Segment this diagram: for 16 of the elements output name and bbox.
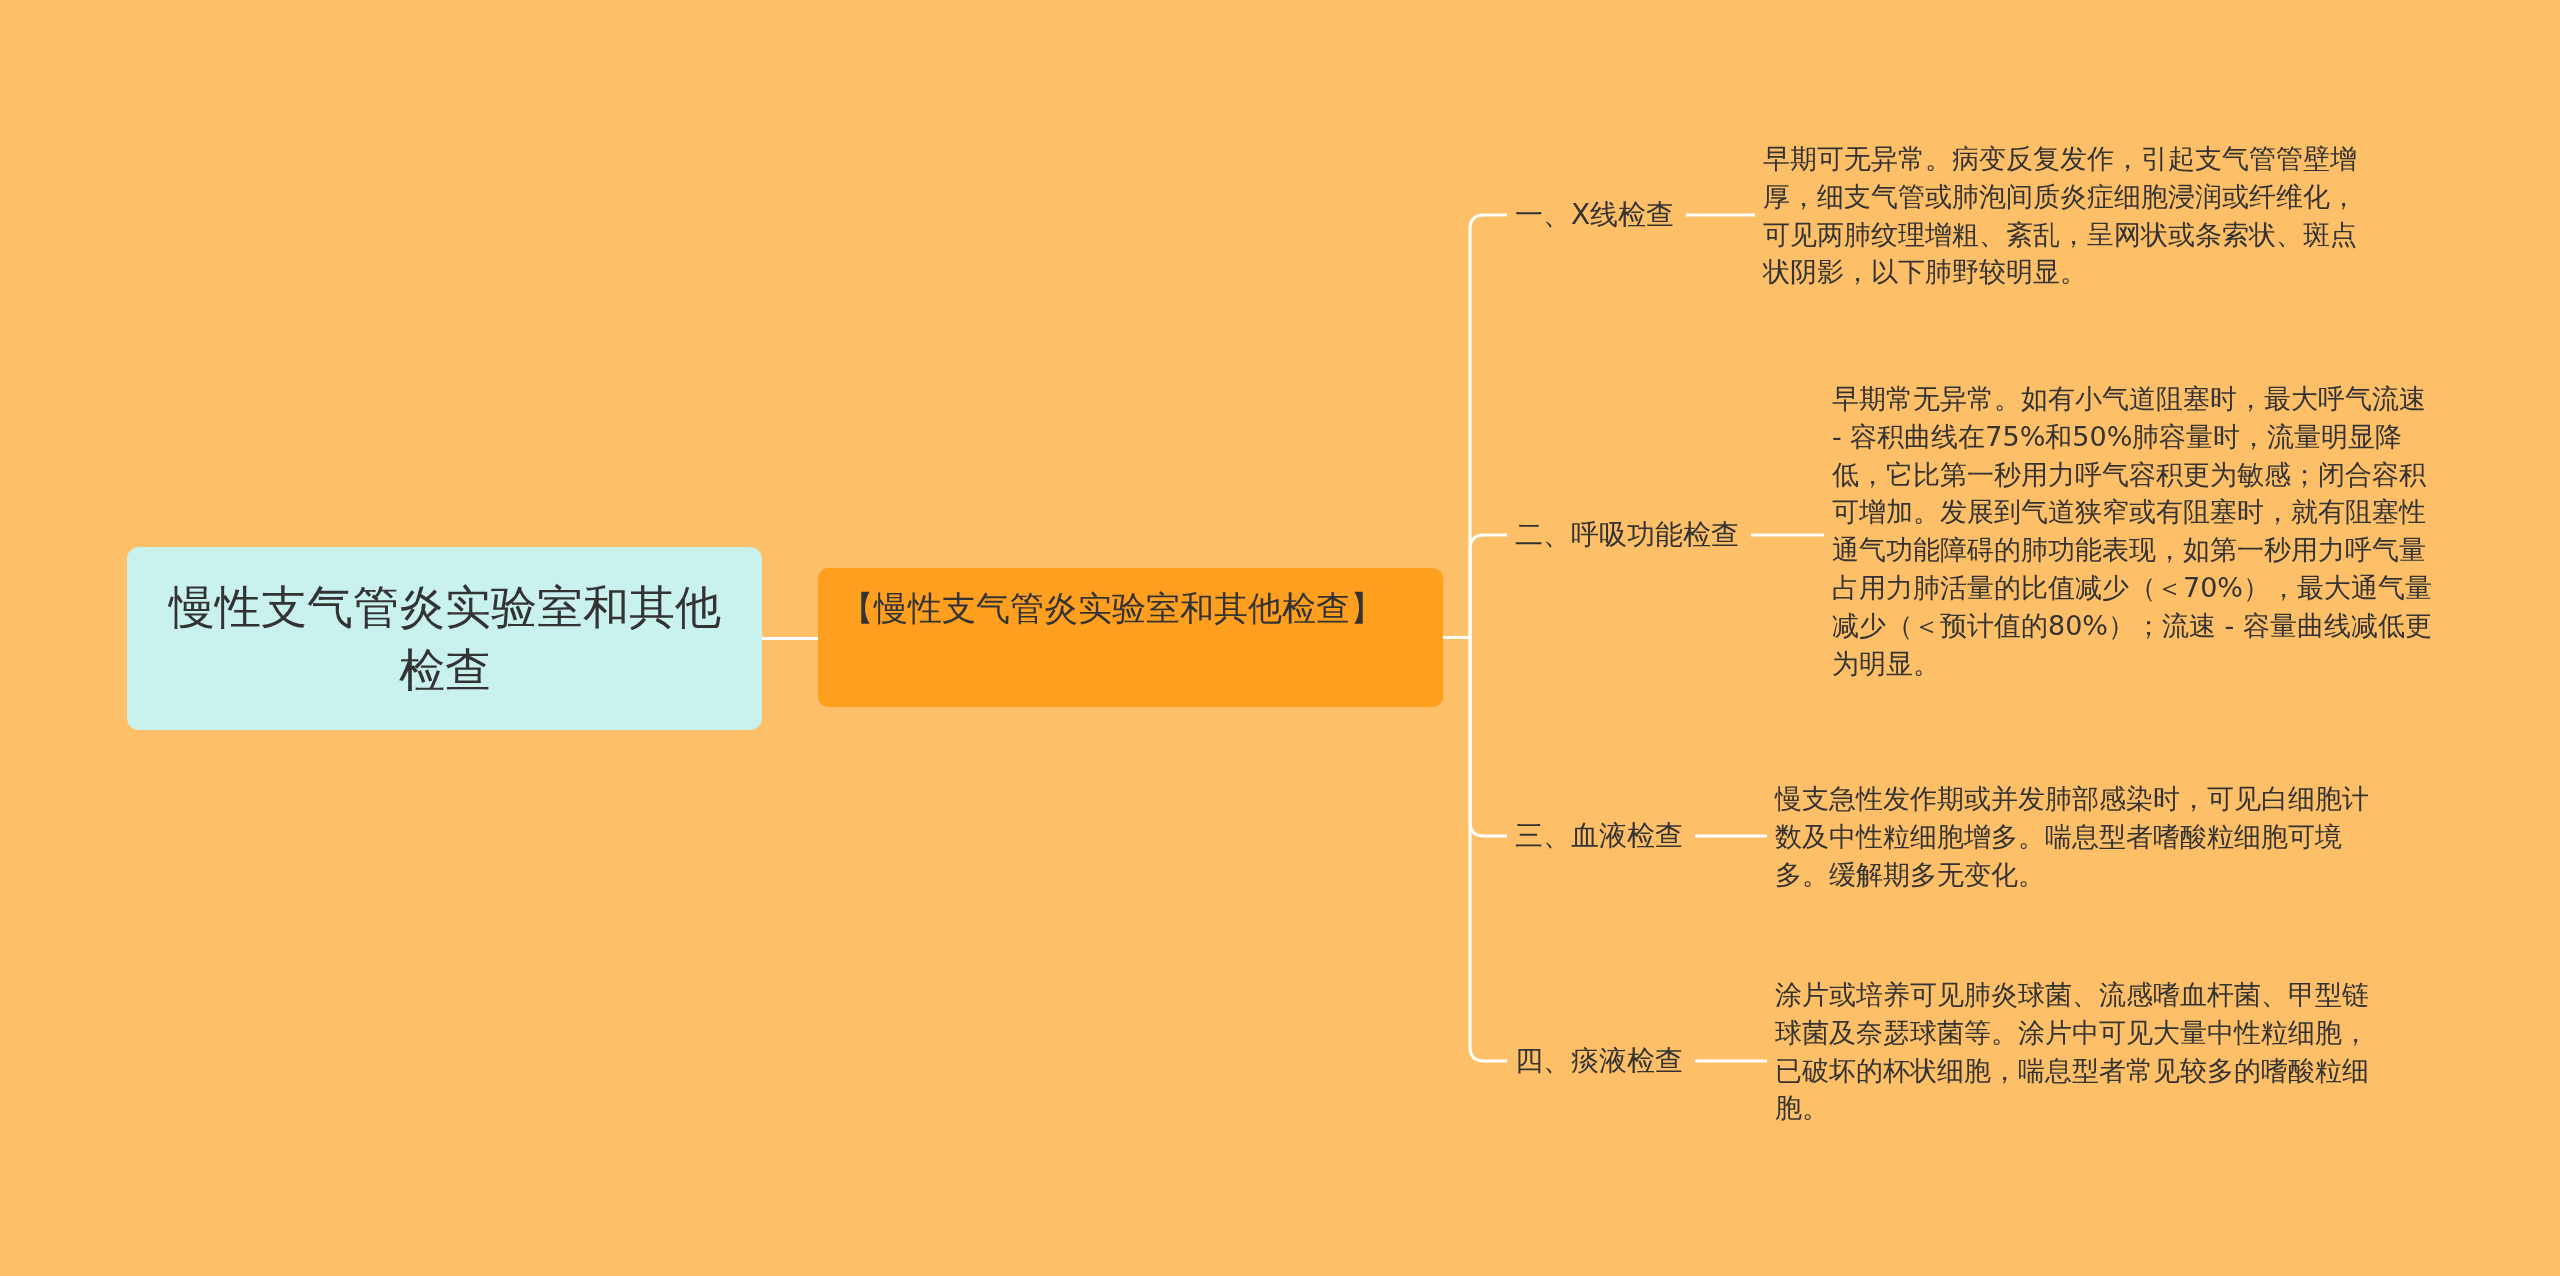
detail-text: 慢支急性发作期或并发肺部感染时，可见白细胞计数及中性粒细胞增多。喘息型者嗜酸粒细胞可境多。缓解期多无变化。 [1775, 780, 2375, 894]
main-topic-box: 【慢性支气管炎实验室和其他检查】 [818, 568, 1443, 707]
detail-text: 早期可无异常。病变反复发作，引起支气管管壁增厚，细支气管或肺泡间质炎症细胞浸润或纤维化，可见两肺纹理增粗、紊乱，呈网状或条索状、斑点状阴影，以下肺野较明显。 [1763, 140, 2363, 292]
connector-line [1695, 834, 1767, 838]
branch-label: 二、呼吸功能检查 [1515, 516, 1739, 554]
connector-line [762, 637, 818, 640]
detail-text: 涂片或培养可见肺炎球菌、流感嗜血杆菌、甲型链球菌及奈瑟球菌等。涂片中可见大量中性粒细胞，已破坏的杯状细胞，喘息型者常见较多的嗜酸粒细胞。 [1775, 976, 2375, 1128]
root-topic-box: 慢性支气管炎实验室和其他检查 [127, 547, 762, 730]
connector-line [1751, 533, 1824, 537]
connector-line [1443, 636, 1507, 1063]
connector-line [1695, 1059, 1767, 1063]
branch-label: 四、痰液检查 [1515, 1042, 1683, 1080]
branch-label: 一、X线检查 [1515, 196, 1675, 234]
branch-label: 三、血液检查 [1515, 817, 1683, 855]
detail-text: 早期常无异常。如有小气道阻塞时，最大呼气流速 - 容积曲线在75%和50%肺容量时，流量明显降低，它比第一秒用力呼气容积更为敏感；闭合容积可增加。发展到气道狭窄或有阻塞时，就有阻塞性通气功能障碍的肺功能表现，如第一秒用力呼气量占用力肺活量的比值减少（＜70%），最大通气量减少（＜预计值的80%）；流速 - 容量曲线减低更为明显。 [1832, 380, 2432, 683]
connector-line [1686, 213, 1755, 217]
